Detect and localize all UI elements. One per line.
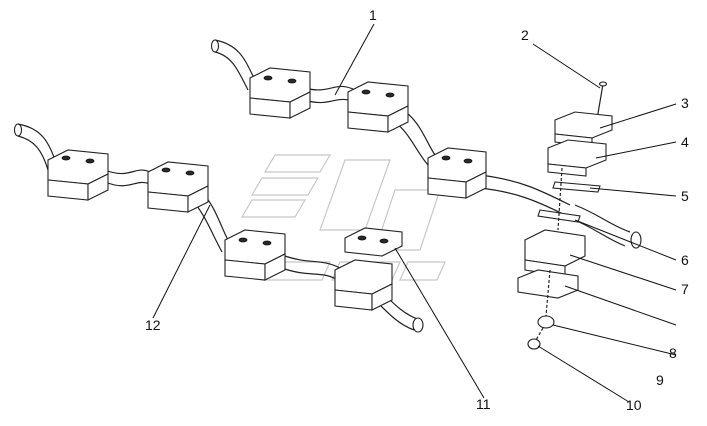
callout-3: 3	[681, 95, 689, 111]
callout-12: 12	[145, 317, 161, 333]
callout-5: 5	[681, 188, 689, 204]
callout-6: 6	[681, 252, 689, 268]
callout-1: 1	[369, 7, 377, 23]
exploded-clamp-stack	[517, 81, 613, 350]
callout-4: 4	[681, 134, 689, 150]
callout-9: 9	[656, 372, 664, 388]
callout-7: 7	[681, 281, 689, 297]
watermark-logo	[240, 154, 446, 281]
upper-pipe-assembly	[210, 39, 642, 249]
callout-2: 2	[521, 27, 529, 43]
lower-pipe-assembly	[13, 123, 424, 333]
callout-labels: 1 2 3 4 5 6 7 8 9 10 11 12	[145, 7, 689, 413]
leader-lines	[152, 23, 677, 403]
callout-11: 11	[476, 396, 491, 412]
callout-8: 8	[669, 345, 677, 361]
callout-10: 10	[626, 397, 642, 413]
